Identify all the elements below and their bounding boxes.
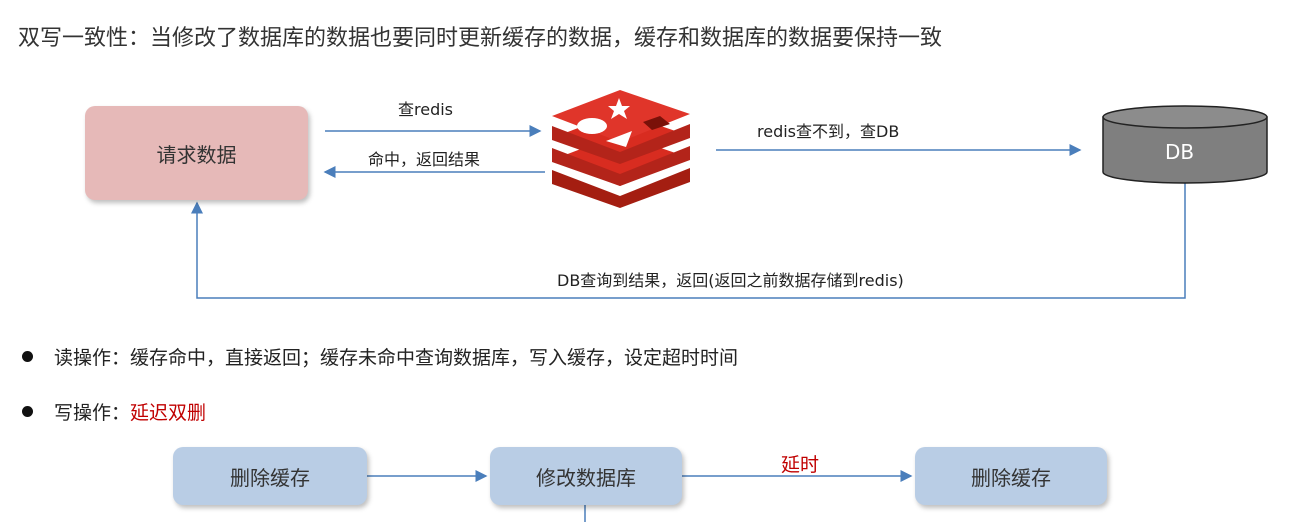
db-return-label: DB查询到结果，返回(返回之前数据存储到redis): [557, 271, 904, 290]
request-data-label: 请求数据: [156, 142, 237, 167]
step-label: 修改数据库: [536, 465, 636, 490]
flow-step-delete-cache-2: 删除缓存: [915, 447, 1107, 505]
step-label: 删除缓存: [230, 465, 310, 490]
db-label: DB: [1165, 140, 1195, 164]
query-db-label: redis查不到，查DB: [757, 122, 900, 141]
bullet-dot-icon: [22, 406, 33, 417]
request-data-box: 请求数据: [85, 106, 308, 200]
flow-step-update-db: 修改数据库: [490, 447, 682, 505]
page-title: 双写一致性：当修改了数据库的数据也要同时更新缓存的数据，缓存和数据库的数据要保持…: [18, 26, 943, 51]
bullet-text: 延迟双删: [130, 402, 207, 424]
step-label: 删除缓存: [971, 465, 1051, 490]
bullet-label: 读操作：: [54, 347, 131, 369]
query-redis-label: 查redis: [398, 100, 454, 119]
bullet-write: 写操作：延迟双删: [22, 398, 206, 425]
delay-label: 延时: [781, 454, 820, 476]
hit-return-label: 命中，返回结果: [368, 150, 481, 169]
bullet-dot-icon: [22, 351, 33, 362]
redis-logo-icon: [552, 90, 690, 208]
bullet-text: 缓存命中，直接返回；缓存未命中查询数据库，写入缓存，设定超时时间: [130, 347, 739, 369]
arrow-db-return: [191, 183, 1186, 299]
database-icon: [1102, 105, 1268, 184]
flow-step-delete-cache-1: 删除缓存: [173, 447, 367, 505]
bullet-label: 写操作：: [54, 402, 131, 424]
bullet-read: 读操作：缓存命中，直接返回；缓存未命中查询数据库，写入缓存，设定超时时间: [22, 343, 738, 370]
